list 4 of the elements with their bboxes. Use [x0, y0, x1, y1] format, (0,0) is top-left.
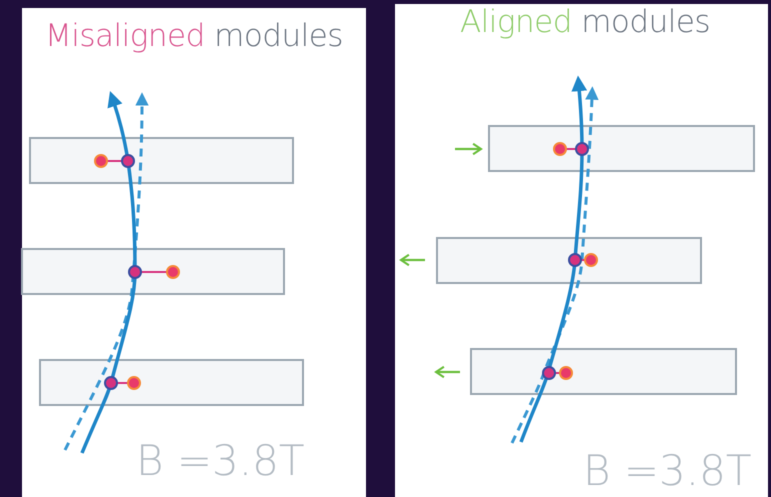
- field-label: B =3.8T: [583, 446, 752, 495]
- panel-title: Aligned modules: [458, 4, 712, 40]
- field-label: B =3.8T: [136, 436, 304, 485]
- panel-title: Misaligned modules: [44, 18, 344, 54]
